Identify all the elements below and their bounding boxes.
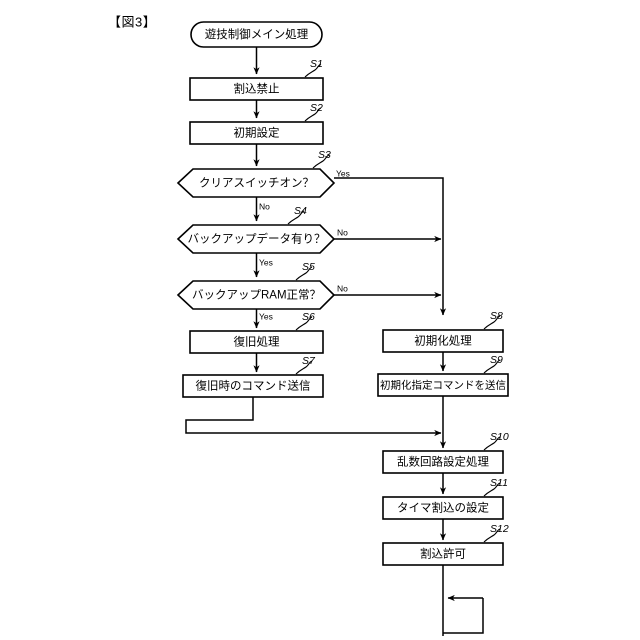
branch-label-s4-no: No xyxy=(337,227,348,237)
leader-line-s2 xyxy=(304,107,322,122)
terminal-start-label: 遊技制御メイン処理 xyxy=(205,27,309,41)
process-s1-label: 割込禁止 xyxy=(234,82,280,96)
branch-label-s5-no: No xyxy=(337,283,348,293)
step-label-s2: S2 xyxy=(310,102,323,114)
leader-line-s6 xyxy=(295,316,313,331)
branch-label-s3-yes: Yes xyxy=(336,168,350,178)
decision-s3-shape xyxy=(176,168,336,198)
leader-line-s12 xyxy=(483,528,501,543)
step-label-s12: S12 xyxy=(490,523,509,535)
loop-back-path xyxy=(443,598,484,634)
connector-s7-to-main xyxy=(185,397,442,437)
step-label-s11: S11 xyxy=(490,477,508,489)
step-label-s6: S6 xyxy=(302,311,315,323)
process-s9-label: 初期化指定コマンドを送信 xyxy=(380,378,506,391)
leader-line-s8 xyxy=(483,315,501,330)
process-s2-label: 初期設定 xyxy=(234,126,280,140)
process-s8-label: 初期化処理 xyxy=(414,334,472,348)
step-label-s4: S4 xyxy=(294,205,307,217)
decision-s3-label: クリアスイッチオン？ xyxy=(199,177,314,190)
leader-line-s10 xyxy=(483,436,501,451)
process-s12-label: 割込許可 xyxy=(420,547,466,561)
leader-line-s4 xyxy=(287,210,305,225)
leader-line-s11 xyxy=(483,482,501,497)
leader-line-s1 xyxy=(304,63,322,78)
process-s6-label: 復旧処理 xyxy=(234,335,280,349)
step-label-s8: S8 xyxy=(490,310,503,322)
process-s10-label: 乱数回路設定処理 xyxy=(397,455,489,469)
leader-line-s3 xyxy=(312,154,330,169)
figure-label: 【図3】 xyxy=(108,14,156,29)
leader-line-s7 xyxy=(295,360,313,375)
step-label-s3: S3 xyxy=(318,149,331,161)
process-s7-label: 復旧時のコマンド送信 xyxy=(196,379,311,393)
connector-s3-yes xyxy=(334,177,447,316)
step-label-s7: S7 xyxy=(302,355,316,367)
decision-s5-label: バックアップRAM正常？ xyxy=(192,289,321,302)
step-label-s1: S1 xyxy=(310,58,323,70)
decision-s4-label: バックアップデータ有り？ xyxy=(188,232,326,246)
leader-line-s9 xyxy=(483,359,501,374)
step-label-s5: S5 xyxy=(302,261,315,273)
branch-label-s5-yes: Yes xyxy=(259,311,273,321)
leader-line-s5 xyxy=(295,266,313,281)
step-label-s10: S10 xyxy=(490,431,509,443)
process-s11-label: タイマ割込の設定 xyxy=(397,501,489,515)
branch-label-s3-no: No xyxy=(259,201,270,211)
step-label-s9: S9 xyxy=(490,354,503,366)
branch-label-s4-yes: Yes xyxy=(259,257,273,267)
